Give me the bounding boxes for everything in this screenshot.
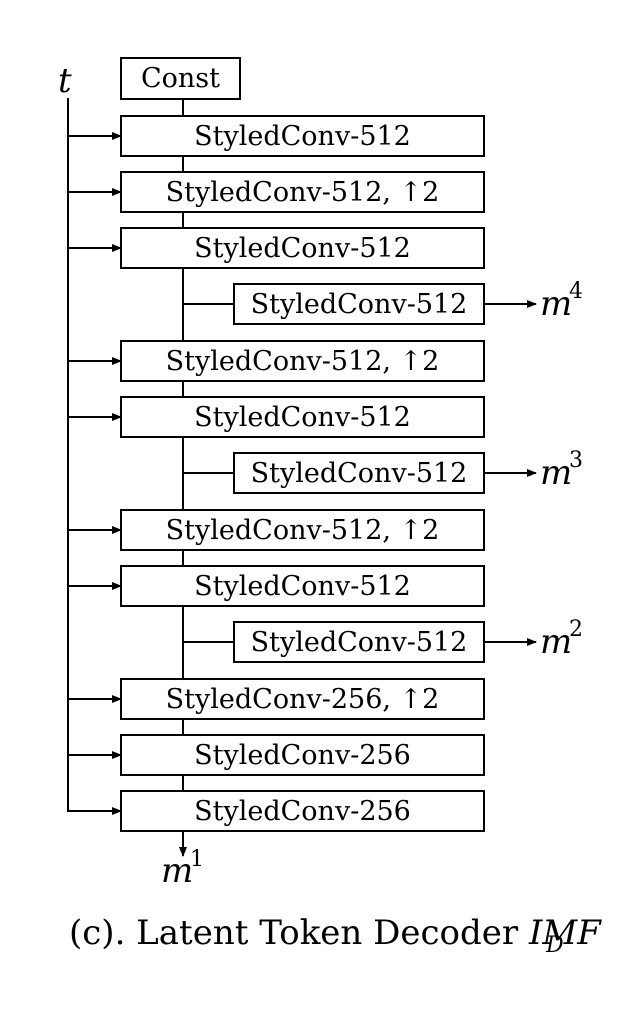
caption-subscript: D <box>545 933 564 958</box>
main-block-box <box>120 171 485 213</box>
side-block-box <box>233 621 485 663</box>
main-block-label: StyledConv-512, ↑2 <box>166 515 440 546</box>
main-block: StyledConv-256, ↑2 <box>68 678 485 720</box>
side-block: StyledConv-512 m2 <box>183 617 583 663</box>
main-block: StyledConv-512 <box>68 396 485 438</box>
main-block-box <box>120 734 485 776</box>
side-output-sup: 4 <box>569 279 583 304</box>
final-output-sup: 1 <box>190 847 204 872</box>
main-block-box <box>120 340 485 382</box>
main-block: StyledConv-512 <box>68 115 485 157</box>
side-block: StyledConv-512 m3 <box>183 448 583 494</box>
final-output-label: m <box>161 851 193 891</box>
main-block-label: StyledConv-256, ↑2 <box>166 684 440 715</box>
main-block-box <box>120 396 485 438</box>
main-block-label: StyledConv-256 <box>194 740 411 771</box>
side-block-label: StyledConv-512 <box>251 289 468 320</box>
caption-math: IMF <box>528 913 602 953</box>
main-block: StyledConv-256 <box>68 790 485 832</box>
main-block-label: StyledConv-512 <box>194 402 411 433</box>
const-block <box>120 57 241 100</box>
main-block-label: StyledConv-512 <box>194 121 411 152</box>
main-block-label: StyledConv-512, ↑2 <box>166 177 440 208</box>
side-output-sup: 2 <box>569 617 583 642</box>
side-output-label: m <box>540 453 572 493</box>
main-block: StyledConv-512 <box>68 227 485 269</box>
side-block-label: StyledConv-512 <box>251 627 468 658</box>
main-block-label: StyledConv-512 <box>194 233 411 264</box>
main-block-box <box>120 509 485 551</box>
main-block-box <box>120 115 485 157</box>
const-label: Const <box>141 63 220 94</box>
main-block-box <box>120 565 485 607</box>
input-label-t: t <box>58 61 72 101</box>
main-block-label: StyledConv-512, ↑2 <box>166 346 440 377</box>
main-block-box <box>120 227 485 269</box>
main-block-box <box>120 790 485 832</box>
side-block: StyledConv-512 m4 <box>183 279 583 325</box>
main-block: StyledConv-512 <box>68 565 485 607</box>
main-block-label: StyledConv-256 <box>194 796 411 827</box>
caption: (c). Latent Token Decoder IMF <box>69 913 602 953</box>
main-block: StyledConv-512, ↑2 <box>68 509 485 551</box>
main-block-box <box>120 678 485 720</box>
caption-text: (c). Latent Token Decoder <box>69 913 529 953</box>
main-block: StyledConv-512, ↑2 <box>68 340 485 382</box>
side-output-sup: 3 <box>569 448 583 473</box>
side-block-label: StyledConv-512 <box>251 458 468 489</box>
main-block-label: StyledConv-512 <box>194 571 411 602</box>
side-block-box <box>233 452 485 494</box>
main-block: StyledConv-512, ↑2 <box>68 171 485 213</box>
main-block: StyledConv-256 <box>68 734 485 776</box>
side-output-label: m <box>540 622 572 662</box>
side-output-label: m <box>540 284 572 324</box>
